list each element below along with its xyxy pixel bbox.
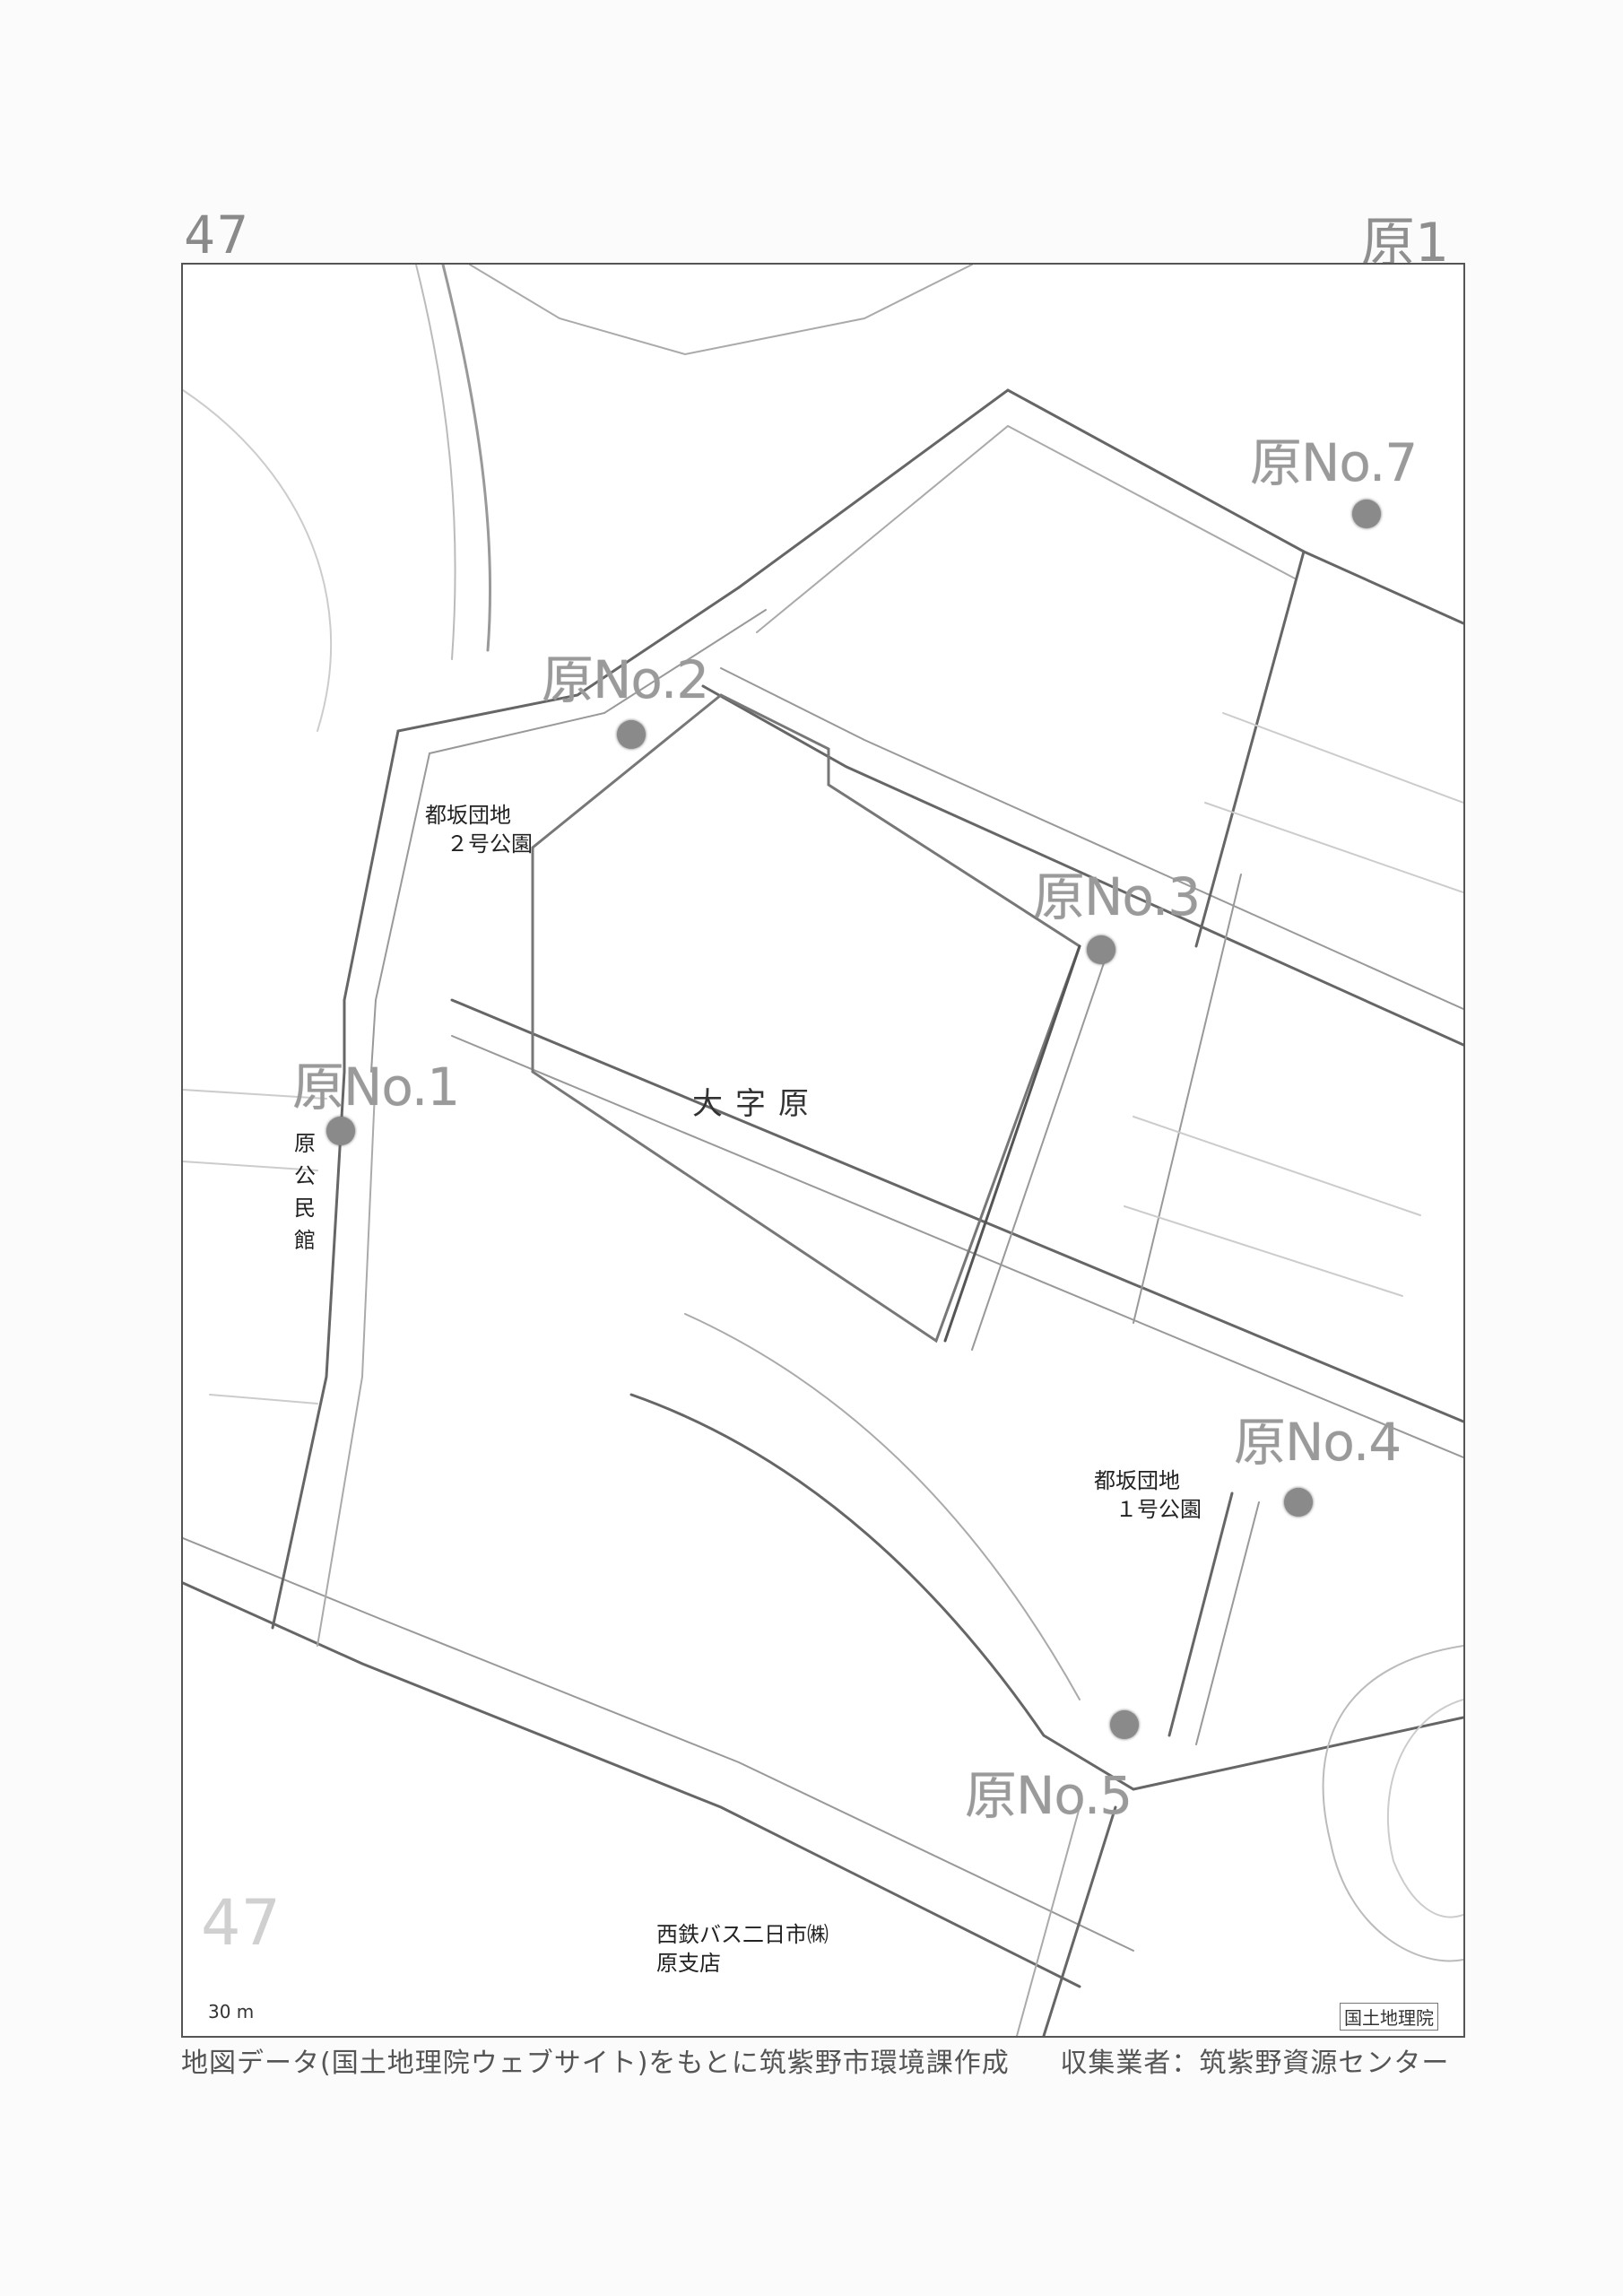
point-marker-no7[interactable] xyxy=(1352,500,1381,528)
point-marker-no5[interactable] xyxy=(1110,1710,1139,1739)
park-2-label: 都坂団地 ２号公園 xyxy=(425,801,533,858)
block-north xyxy=(737,388,1463,625)
community-hall-label: 原公民館 xyxy=(294,1131,316,1253)
map-credit: 国土地理院 xyxy=(1340,2003,1438,2031)
road-south-band-2 xyxy=(183,1537,1134,1952)
point-marker-no3[interactable] xyxy=(1087,935,1115,964)
road-north-east xyxy=(701,684,1463,1047)
road-main-diagonal xyxy=(450,998,1463,1423)
bus-office-label: 西鉄バス二日市㈱ 原支店 xyxy=(656,1920,829,1978)
footer-collector: 収集業者：筑紫野資源センター xyxy=(1060,2048,1450,2079)
point-marker-no2[interactable] xyxy=(617,720,646,749)
road-top-left-b xyxy=(415,265,456,660)
contour-east-1 xyxy=(1322,1645,1463,1962)
contour-west xyxy=(183,389,333,732)
block-north-inner xyxy=(756,424,1296,633)
point-label-no2: 原No.2 xyxy=(542,649,709,710)
road-no4-edge xyxy=(1195,1501,1260,1745)
road-curve-no5 xyxy=(629,1393,1463,1791)
road-west-south-b xyxy=(317,1071,377,1647)
point-label-no1: 原No.1 xyxy=(292,1057,460,1118)
road-no4 xyxy=(1167,1492,1234,1737)
faint-map-number: 47 xyxy=(201,1886,282,1960)
road-no7 xyxy=(1194,550,1306,948)
road-west-north-edge xyxy=(370,609,767,1073)
bus-office-line2: 原支店 xyxy=(656,1951,721,1976)
park-1-line1: 都坂団地 xyxy=(1094,1468,1180,1493)
point-label-no7: 原No.7 xyxy=(1250,432,1418,493)
contour-east-2 xyxy=(1386,1699,1463,1918)
park-1-label: 都坂団地 １号公園 xyxy=(1094,1466,1202,1524)
map-frame[interactable]: 原No.1 原No.2 原No.3 原No.4 原No.5 原No.7 都坂団地… xyxy=(181,263,1465,2038)
point-label-no5: 原No.5 xyxy=(965,1765,1133,1826)
lot-lines xyxy=(183,712,1463,1405)
park-2-line2: ２号公園 xyxy=(447,831,533,857)
road-main-diagonal-edge xyxy=(451,1035,1463,1458)
road-west-north xyxy=(343,586,741,1074)
road-no5-south-b xyxy=(1016,1806,1081,2036)
road-north-east-edge xyxy=(720,667,1463,1010)
scale-label: 30 m xyxy=(208,2001,255,2022)
point-marker-no1[interactable] xyxy=(326,1117,355,1145)
area-name-label: 大字原 xyxy=(692,1086,821,1122)
page-number: 47 xyxy=(184,204,250,265)
road-top-left xyxy=(441,265,492,652)
road-east-lower xyxy=(1133,874,1242,1324)
park-1-line2: １号公園 xyxy=(1115,1497,1202,1522)
road-curve-no5-b xyxy=(684,1313,1081,1700)
park-2-line1: 都坂団地 xyxy=(425,803,511,828)
point-marker-no4[interactable] xyxy=(1284,1488,1313,1517)
map-base xyxy=(183,265,1463,2036)
road-no3-south-edge xyxy=(971,954,1107,1351)
footer-source: 地図データ(国土地理院ウェブサイト)をもとに筑紫野市環境課作成 xyxy=(181,2048,1010,2079)
point-label-no3: 原No.3 xyxy=(1033,866,1201,927)
road-west-south xyxy=(271,1070,346,1630)
footer: 地図データ(国土地理院ウェブサイト)をもとに筑紫野市環境課作成 収集業者：筑紫野… xyxy=(181,2040,1490,2080)
road-no5-south xyxy=(1042,1805,1117,2036)
road-top xyxy=(469,265,973,356)
road-no3-south xyxy=(943,944,1081,1343)
point-label-no4: 原No.4 xyxy=(1234,1412,1402,1473)
block-central xyxy=(531,693,1081,1344)
bus-office-line1: 西鉄バス二日市㈱ xyxy=(656,1922,829,1947)
